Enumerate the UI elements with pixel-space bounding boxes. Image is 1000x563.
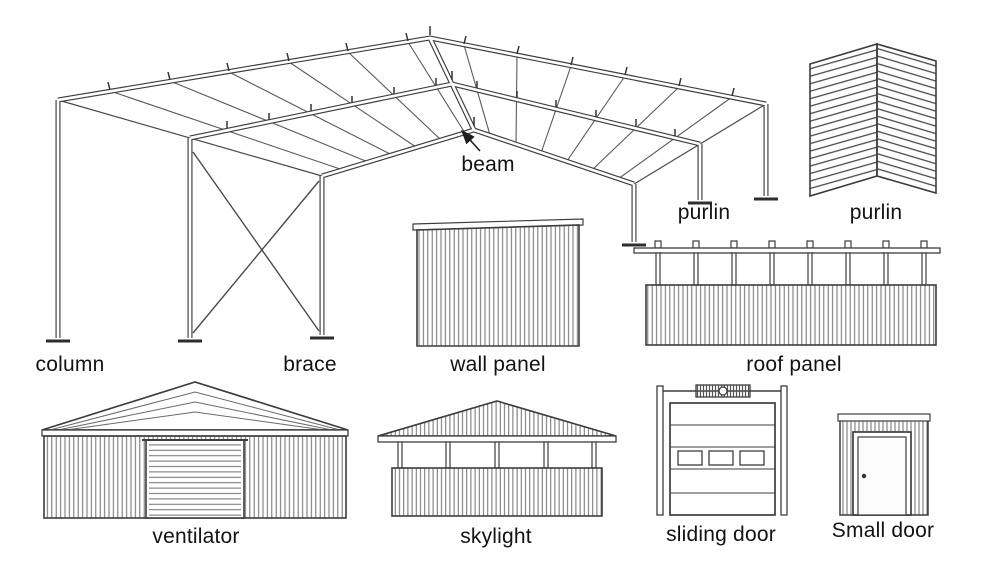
roof-panel-posts (655, 252, 927, 286)
gable-sheeting-lines (49, 391, 341, 431)
roof-panel-sheet (645, 284, 937, 346)
door-rail-left (656, 385, 664, 516)
label-beam: beam (461, 153, 515, 176)
skylight-roof (377, 400, 617, 437)
steel-frame-illustration (46, 26, 778, 343)
corner-left-face (809, 42, 878, 198)
label-purlin-detail: purlin (849, 201, 903, 224)
small-door-cap (837, 413, 931, 422)
purlin-panel-illustration (809, 42, 937, 198)
label-column: column (35, 353, 105, 376)
wall-panel-illustration (412, 218, 584, 347)
skylight-wall (391, 467, 603, 517)
skylight-fascia (377, 435, 617, 443)
purlin-clips (107, 26, 735, 136)
beam-arrow (460, 129, 481, 152)
wall-x-brace (192, 151, 320, 334)
clerestory-posts (397, 441, 597, 469)
label-purlin-frame: purlin (677, 201, 731, 224)
ventilator-illustration (41, 381, 349, 519)
skylight-illustration (377, 400, 617, 517)
label-small-door: Small door (831, 519, 935, 542)
label-ventilator: ventilator (152, 525, 240, 548)
door-windows (677, 450, 765, 466)
door-handle (861, 473, 867, 479)
wall-panel-cap (412, 218, 584, 231)
label-roof-panel: roof panel (746, 353, 842, 376)
eave-fascia (41, 429, 349, 437)
sliding-door-illustration (656, 384, 788, 516)
roof-panel-illustration (633, 240, 941, 346)
wall-panel-sheet (416, 224, 580, 347)
roof-purlins (109, 41, 733, 180)
column-base-plates (46, 197, 778, 343)
spring-coupler (718, 386, 728, 396)
roof-panel-beam (633, 247, 941, 254)
small-door-illustration (837, 413, 931, 516)
corner-right-face (876, 42, 937, 195)
roller-door-slats (149, 443, 241, 518)
label-wall-panel: wall panel (450, 353, 546, 376)
label-brace: brace (283, 353, 337, 376)
door-section-joints (670, 424, 775, 494)
roof-panel-clips (654, 240, 928, 249)
door-rail-right (780, 385, 788, 516)
gable-roof (41, 381, 349, 431)
label-sliding-door: sliding door (666, 523, 776, 546)
label-skylight: skylight (460, 525, 532, 548)
